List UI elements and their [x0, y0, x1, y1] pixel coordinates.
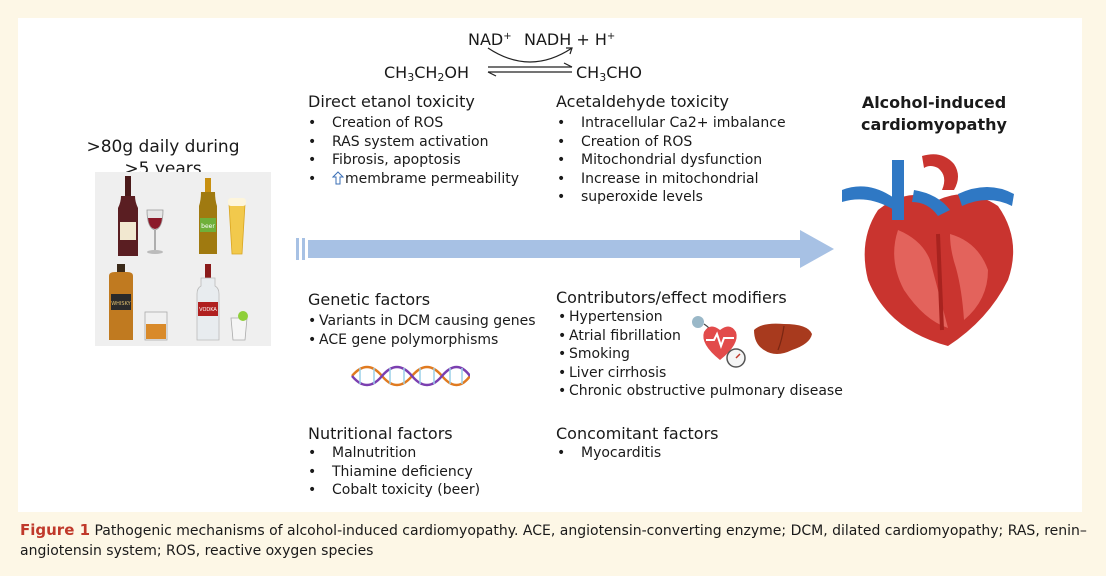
- vessel-icon: [842, 154, 1014, 220]
- list-item: Liver cirrhosis: [556, 364, 843, 383]
- beer-glass-icon: [228, 198, 246, 255]
- list-item: Intracellular Ca2+ imbalance: [555, 114, 786, 133]
- list-item: Smoking: [556, 345, 843, 364]
- list-item: ACE gene polymorphisms: [306, 331, 536, 350]
- genetic-factors-list: Variants in DCM causing genes ACE gene p…: [306, 312, 536, 349]
- list-item: Malnutrition: [306, 444, 480, 463]
- vodka-bottle-icon: VODKA: [196, 264, 220, 341]
- cofactor-nadh: NADH + H+: [524, 30, 616, 49]
- heart-illustration: [842, 154, 1014, 346]
- figure-label: Figure 1: [20, 521, 91, 539]
- wine-bottle-icon: [118, 176, 138, 256]
- list-item: Mitochondrial dysfunction: [555, 151, 786, 170]
- outcome-title: Alcohol-induced cardiomyopathy: [861, 93, 1007, 134]
- product-acetaldehyde: CH3CHO: [576, 63, 642, 84]
- list-item: Fibrosis, apoptosis: [306, 151, 519, 170]
- contributors-heading: Contributors/effect modifiers: [556, 288, 787, 307]
- list-item: Cobalt toxicity (beer): [306, 481, 480, 500]
- beer-bottle-icon: beer: [199, 178, 217, 254]
- list-item: Myocarditis: [555, 444, 661, 463]
- whisky-label-text: WHISKY: [111, 301, 131, 307]
- whisky-glass-icon: [144, 311, 168, 341]
- acetaldehyde-toxicity-list: Intracellular Ca2+ imbalance Creation of…: [555, 114, 786, 207]
- heart-icon: [864, 194, 1014, 346]
- beer-label-text: beer: [201, 223, 215, 230]
- list-item: Hypertension: [556, 308, 843, 327]
- cofactor-nad: NAD+: [468, 30, 512, 49]
- nutritional-factors-list: Malnutrition Thiamine deficiency Cobalt …: [306, 444, 480, 500]
- shot-glass-icon: [230, 311, 248, 341]
- list-item: Creation of ROS: [306, 114, 519, 133]
- vodka-label-text: VODKA: [199, 307, 217, 313]
- list-item: Variants in DCM causing genes: [306, 312, 536, 331]
- list-item: Creation of ROS: [555, 133, 786, 152]
- liver-icon: [754, 323, 812, 354]
- list-item: RAS system activation: [306, 133, 519, 152]
- progression-arrow: [296, 230, 834, 268]
- caption-text: Pathogenic mechanisms of alcohol-induced…: [20, 523, 1087, 559]
- drinks-illustration: beer WHISKY VODKA: [95, 172, 271, 346]
- list-item: Atrial fibrillation: [556, 327, 843, 346]
- list-item: membrame permeability: [306, 170, 519, 189]
- list-item: Increase in mitochondrial: [555, 170, 786, 189]
- acetaldehyde-toxicity-heading: Acetaldehyde toxicity: [556, 92, 729, 111]
- blood-pressure-icon: [692, 316, 746, 368]
- direct-toxicity-list: Creation of ROS RAS system activation Fi…: [306, 114, 519, 188]
- up-arrow-icon: [332, 170, 344, 184]
- direct-toxicity-heading: Direct etanol toxicity: [308, 92, 475, 111]
- contributors-list: Hypertension Atrial fibrillation Smoking…: [556, 308, 843, 401]
- list-item-continuation: superoxide levels: [555, 188, 786, 207]
- permeability-label: membrame permeability: [345, 170, 519, 187]
- concomitant-factors-heading: Concomitant factors: [556, 424, 719, 443]
- nutritional-factors-heading: Nutritional factors: [308, 424, 453, 443]
- whisky-bottle-icon: WHISKY: [109, 264, 133, 340]
- list-item: Thiamine deficiency: [306, 463, 480, 482]
- wine-glass-icon: [146, 209, 164, 254]
- reactant-ethanol: CH3CH2OH: [384, 63, 470, 84]
- genetic-factors-heading: Genetic factors: [308, 290, 431, 309]
- concomitant-factors-list: Myocarditis: [555, 444, 661, 463]
- list-item: Chronic obstructive pulmonary disease: [556, 382, 843, 401]
- dna-icon: [351, 365, 470, 387]
- figure-caption: Figure 1 Pathogenic mechanisms of alcoho…: [20, 520, 1090, 561]
- reaction-arrows: [487, 47, 573, 77]
